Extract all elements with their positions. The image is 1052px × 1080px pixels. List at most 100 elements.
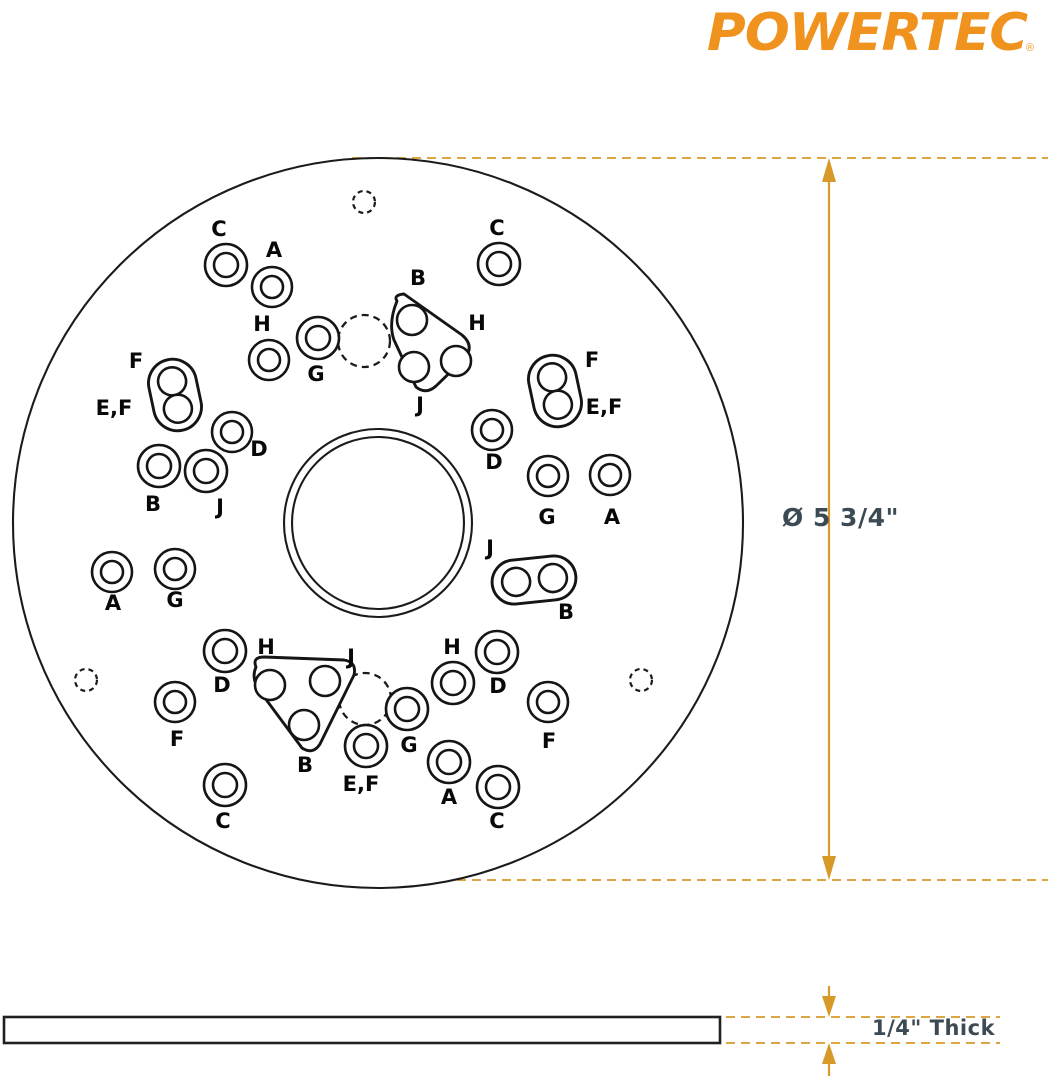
hole-inner-ring	[219, 419, 245, 445]
slot-bracket-left	[147, 357, 203, 433]
hole-inner-ring	[597, 462, 623, 488]
hole-inner-ring	[485, 250, 513, 278]
hole-label-f-br: F	[542, 729, 556, 753]
registered-trademark-icon: ®	[1025, 42, 1034, 54]
arrow-down-icon	[822, 856, 836, 880]
hole-inner-ring	[145, 452, 173, 480]
hole-inner-ring	[211, 637, 239, 665]
center-hub	[282, 427, 474, 619]
hole-j-ul	[183, 448, 229, 494]
hole-inner-ring	[479, 417, 505, 443]
hole-a-r	[588, 453, 632, 497]
hole-label-d-ur: D	[485, 450, 502, 474]
slot-label-slot-right-0: F	[585, 348, 599, 372]
hole-c-bl	[202, 762, 248, 808]
ghost-left-small-icon	[73, 667, 99, 693]
hub-outer-ring	[282, 427, 474, 619]
hole-d-br	[474, 629, 520, 675]
hole-g-r	[526, 454, 570, 498]
arrow-up-icon	[822, 158, 836, 182]
hole-inner-ring	[211, 771, 239, 799]
bracket-label-tri-bottom-0: H	[257, 635, 275, 659]
powertec-wordmark: POWERTEC	[706, 3, 1028, 63]
hole-b-ul	[136, 443, 182, 489]
hole-inner-ring	[483, 638, 511, 666]
hole-inner-ring	[393, 695, 421, 723]
hole-label-d-bl: D	[213, 673, 230, 697]
hole-inner-ring	[192, 457, 220, 485]
slot-label-slot-right-1: E,F	[586, 395, 623, 419]
hole-h-ul	[247, 338, 291, 382]
edge-view-bar	[2, 1015, 722, 1045]
hole-label-c-ur: C	[489, 216, 504, 240]
hole-d-ul	[210, 410, 254, 454]
hole-label-a-l: A	[105, 591, 122, 615]
hole-inner-ring	[162, 556, 188, 582]
hole-inner-ring	[535, 463, 561, 489]
hole-label-g-l: G	[166, 588, 183, 612]
hole-label-ef-b: E,F	[343, 772, 380, 796]
slot-bracket-mid-right	[490, 554, 578, 606]
hole-inner-ring	[212, 251, 240, 279]
thickness-arrow-down-icon	[822, 996, 836, 1017]
hub-inner-ring	[290, 435, 466, 611]
thickness-dimension-label: 1/4" Thick	[872, 1016, 996, 1040]
hole-inner-ring	[304, 324, 332, 352]
hole-g-b	[384, 686, 430, 732]
hole-label-j-ul: J	[214, 495, 224, 519]
hole-label-c-ul: C	[211, 217, 226, 241]
slot-label-slot-mid-right-1: B	[558, 600, 574, 624]
triangle-brackets-group	[252, 292, 473, 753]
powertec-logo: POWERTEC ®	[706, 3, 1034, 63]
hole-a-l	[90, 550, 134, 594]
bracket-label-tri-top-2: J	[414, 393, 424, 417]
ghost-right-small-icon	[628, 667, 654, 693]
hole-label-g-b: G	[400, 733, 417, 757]
hole-label-a-ul: A	[266, 238, 283, 262]
hole-label-c-br: C	[489, 809, 504, 833]
hole-c-br	[475, 764, 521, 810]
diameter-dimension-label: Ø 5 3/4"	[782, 503, 900, 532]
hole-label-a-b: A	[441, 785, 458, 809]
hole-inner-ring	[162, 689, 188, 715]
hole-label-d-br: D	[489, 674, 506, 698]
hole-inner-ring	[256, 347, 282, 373]
hole-ef-b	[343, 723, 389, 769]
hole-inner-ring	[535, 689, 561, 715]
hole-c-ul	[203, 242, 249, 288]
hole-f-br	[526, 680, 570, 724]
hole-h-br	[430, 660, 476, 706]
hole-f-bl	[153, 680, 197, 724]
triangle-bracket-bottom	[252, 655, 356, 753]
hole-g-ul	[295, 315, 341, 361]
hole-label-c-bl: C	[215, 809, 230, 833]
mounting-holes-group	[90, 241, 632, 810]
bracket-label-tri-top-0: B	[410, 266, 426, 290]
hole-label-d-ul: D	[250, 437, 267, 461]
hole-inner-ring	[439, 669, 467, 697]
hole-d-bl	[202, 628, 248, 674]
hole-label-g-ul: G	[307, 362, 324, 386]
diameter-dimension	[352, 157, 1048, 881]
slot-brackets-group	[147, 353, 583, 606]
thickness-dimension	[726, 986, 1000, 1076]
hole-d-ur	[470, 408, 514, 452]
hole-label-a-r: A	[604, 505, 621, 529]
hole-label-b-ul: B	[145, 492, 161, 516]
slot-label-slot-mid-right-0: J	[484, 536, 494, 560]
bracket-label-tri-bottom-2: B	[297, 753, 313, 777]
hole-label-f-bl: F	[170, 727, 184, 751]
slot-label-slot-left-1: E,F	[96, 396, 133, 420]
ghost-top-small-icon	[351, 189, 377, 215]
thickness-arrow-up-icon	[822, 1043, 836, 1064]
hole-g-l	[153, 547, 197, 591]
hole-inner-ring	[484, 773, 512, 801]
hole-a-b	[426, 739, 472, 785]
hole-label-g-r: G	[538, 505, 555, 529]
slot-bracket-right	[527, 353, 583, 429]
hole-label-h-ul: H	[253, 312, 271, 336]
hole-inner-ring	[259, 274, 285, 300]
bracket-label-tri-top-1: H	[468, 311, 486, 335]
